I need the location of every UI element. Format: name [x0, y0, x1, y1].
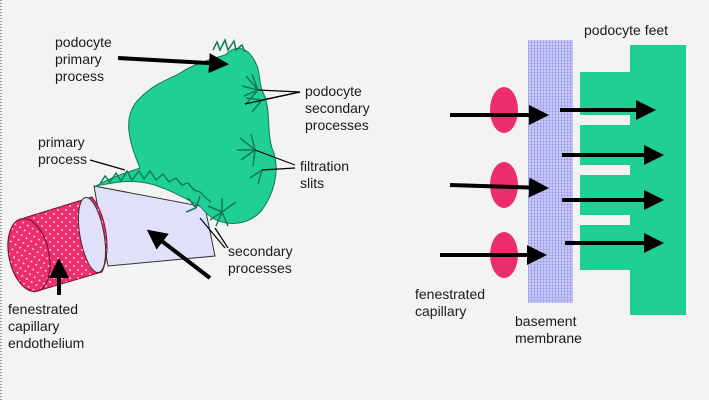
label-line: primary — [38, 134, 85, 150]
basement-membrane-block — [528, 40, 573, 303]
label-line: podocyte feet — [584, 22, 669, 38]
label-line: filtration — [300, 158, 350, 174]
leader-lines-left — [89, 89, 301, 249]
label-line: endothelium — [8, 335, 85, 351]
label-line: capillary — [8, 318, 60, 334]
label-line: secondary — [305, 100, 370, 116]
label-fenestrated-capillary-endothelium: fenestrated capillary endothelium — [8, 301, 84, 352]
label-filtration-slits: filtration slits — [300, 158, 349, 192]
label-line: process — [55, 68, 105, 84]
capillary-tube — [7, 185, 216, 293]
label-line: secondary — [228, 243, 293, 259]
label-line: podocyte — [55, 34, 112, 50]
label-line: podocyte — [305, 83, 362, 99]
label-line: membrane — [515, 330, 582, 346]
label-line: fenestrated — [8, 301, 79, 317]
podocyte-feet-block — [580, 45, 686, 315]
label-primary-process: primary process — [38, 134, 87, 168]
label-fenestrated-capillary: fenestrated capillary — [415, 286, 485, 320]
left-border-dots — [0, 0, 2, 400]
label-podocyte-primary-process: podocyte primary process — [55, 34, 112, 85]
right-arrows — [440, 100, 664, 265]
label-basement-membrane: basement membrane — [515, 313, 582, 347]
left-arrows — [49, 53, 229, 295]
label-podocyte-secondary-processes: podocyte secondary processes — [305, 83, 370, 134]
label-line: primary — [55, 51, 102, 67]
label-line: processes — [228, 260, 292, 276]
label-line: process — [38, 151, 88, 167]
label-line: slits — [300, 175, 325, 191]
label-line: capillary — [415, 303, 467, 319]
arrow-sheath — [146, 229, 212, 280]
label-line: processes — [305, 117, 369, 133]
label-podocyte-feet: podocyte feet — [584, 22, 668, 39]
label-line: fenestrated — [415, 286, 486, 302]
label-line: basement — [515, 313, 577, 329]
label-secondary-processes: secondary processes — [228, 243, 293, 277]
arrow-primary-process — [117, 53, 229, 74]
